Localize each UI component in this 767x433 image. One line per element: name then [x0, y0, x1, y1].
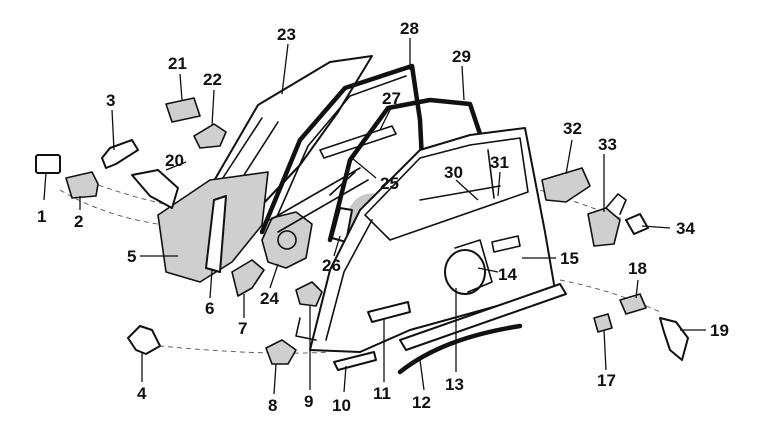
handle-recess	[491, 235, 521, 253]
part-2-lamp	[65, 171, 99, 199]
callout-14: 14	[498, 265, 517, 284]
part-7-motor	[231, 259, 265, 297]
part-9-striker	[295, 281, 323, 307]
lower-molding	[333, 351, 377, 371]
callout-21: 21	[168, 54, 187, 73]
outer-handle	[367, 301, 411, 323]
callout-33: 33	[598, 135, 617, 154]
part-1-switch	[35, 154, 61, 174]
callout-29: 29	[452, 47, 471, 66]
speaker-opening	[444, 249, 486, 295]
part-32-lock-actuator	[541, 167, 591, 203]
callout-11: 11	[373, 384, 391, 403]
callout-30: 30	[444, 163, 463, 182]
callout-23: 23	[277, 25, 296, 44]
part-17-clip	[593, 313, 613, 333]
upper-guide-rail	[319, 125, 397, 159]
glass-run-channel	[259, 63, 427, 235]
part-22-handle	[193, 123, 227, 149]
part-9-rod	[295, 317, 317, 341]
callout-10: 10	[332, 396, 351, 415]
callout-34: 34	[676, 219, 695, 238]
callout-22: 22	[203, 70, 222, 89]
callout-18: 18	[628, 259, 647, 278]
door-inner-edge	[325, 219, 373, 341]
callout-8: 8	[268, 396, 277, 415]
armrest	[131, 169, 179, 209]
glass-run-inner	[271, 75, 407, 229]
callout-26: 26	[322, 256, 341, 275]
callout-19: 19	[710, 321, 729, 340]
cross-brace	[269, 167, 369, 233]
part-33-rod	[605, 193, 627, 215]
sash-trim	[419, 149, 501, 201]
callout-15: 15	[560, 249, 579, 268]
side-molding	[399, 283, 567, 351]
door-window-frame	[364, 137, 529, 241]
callout-31: 31	[490, 153, 509, 172]
part-3-hinge	[101, 139, 139, 169]
callout-12: 12	[412, 393, 431, 412]
callout-27: 27	[382, 89, 401, 108]
part-18-lamp	[619, 293, 647, 315]
part-33-latch	[587, 207, 621, 247]
callout-numbers: 1 2 3 4 5 6 7 8 9 10 11 12 13 14 15 17 1…	[37, 19, 729, 415]
part-19-hinge	[659, 317, 689, 361]
callout-4: 4	[137, 384, 147, 403]
speaker-panel	[454, 239, 493, 293]
callout-9: 9	[304, 392, 313, 411]
callout-28: 28	[400, 19, 419, 38]
part-4-bracket	[127, 325, 161, 355]
callout-24: 24	[260, 289, 279, 308]
regulator-arm	[205, 195, 227, 273]
callout-5: 5	[127, 247, 136, 266]
rear-window-channel	[327, 97, 485, 243]
callout-20: 20	[165, 151, 184, 170]
callout-17: 17	[597, 371, 616, 390]
callout-2: 2	[74, 212, 83, 231]
callout-7: 7	[238, 319, 247, 338]
part-34-striker	[625, 213, 649, 235]
callout-32: 32	[563, 119, 582, 138]
weatherstrip	[397, 323, 523, 375]
regulator-gear	[277, 230, 297, 250]
latch-bracket	[331, 207, 353, 243]
callout-25: 25	[380, 174, 399, 193]
callout-3: 3	[106, 91, 115, 110]
callout-13: 13	[445, 375, 464, 394]
callout-6: 6	[205, 299, 214, 318]
outer-door-shell	[309, 127, 556, 353]
callout-1: 1	[37, 207, 46, 226]
leader-lines	[43, 38, 706, 395]
part-8-lock	[265, 339, 297, 365]
part-21-switch	[165, 97, 201, 123]
